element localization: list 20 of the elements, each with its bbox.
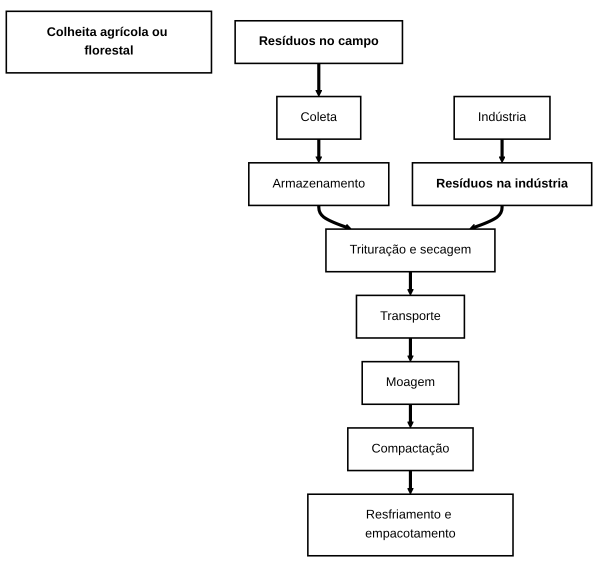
node-box: Indústria [453, 96, 551, 140]
node-box: Colheita agrícola ou florestal [6, 10, 212, 74]
arrow [406, 471, 414, 495]
arrow [406, 338, 414, 362]
node-box: Resíduos no campo [234, 20, 404, 65]
node-box: Resíduos na indústria [412, 162, 592, 207]
node-box: Coleta [276, 96, 362, 140]
node-box: Resfriamento e empacotamento [307, 494, 514, 557]
arrow [315, 140, 322, 164]
arrow [406, 272, 414, 296]
node-box: Transporte [356, 295, 466, 340]
arrow [406, 404, 414, 429]
node-box: Trituração e secagem [325, 228, 496, 273]
arrow [498, 140, 506, 164]
node-box: Armazenamento [248, 162, 390, 207]
node-box: Moagem [361, 361, 460, 406]
arrow [317, 206, 352, 231]
node-box: Compactação [347, 428, 474, 472]
arrow [469, 206, 504, 231]
arrow [315, 64, 322, 98]
